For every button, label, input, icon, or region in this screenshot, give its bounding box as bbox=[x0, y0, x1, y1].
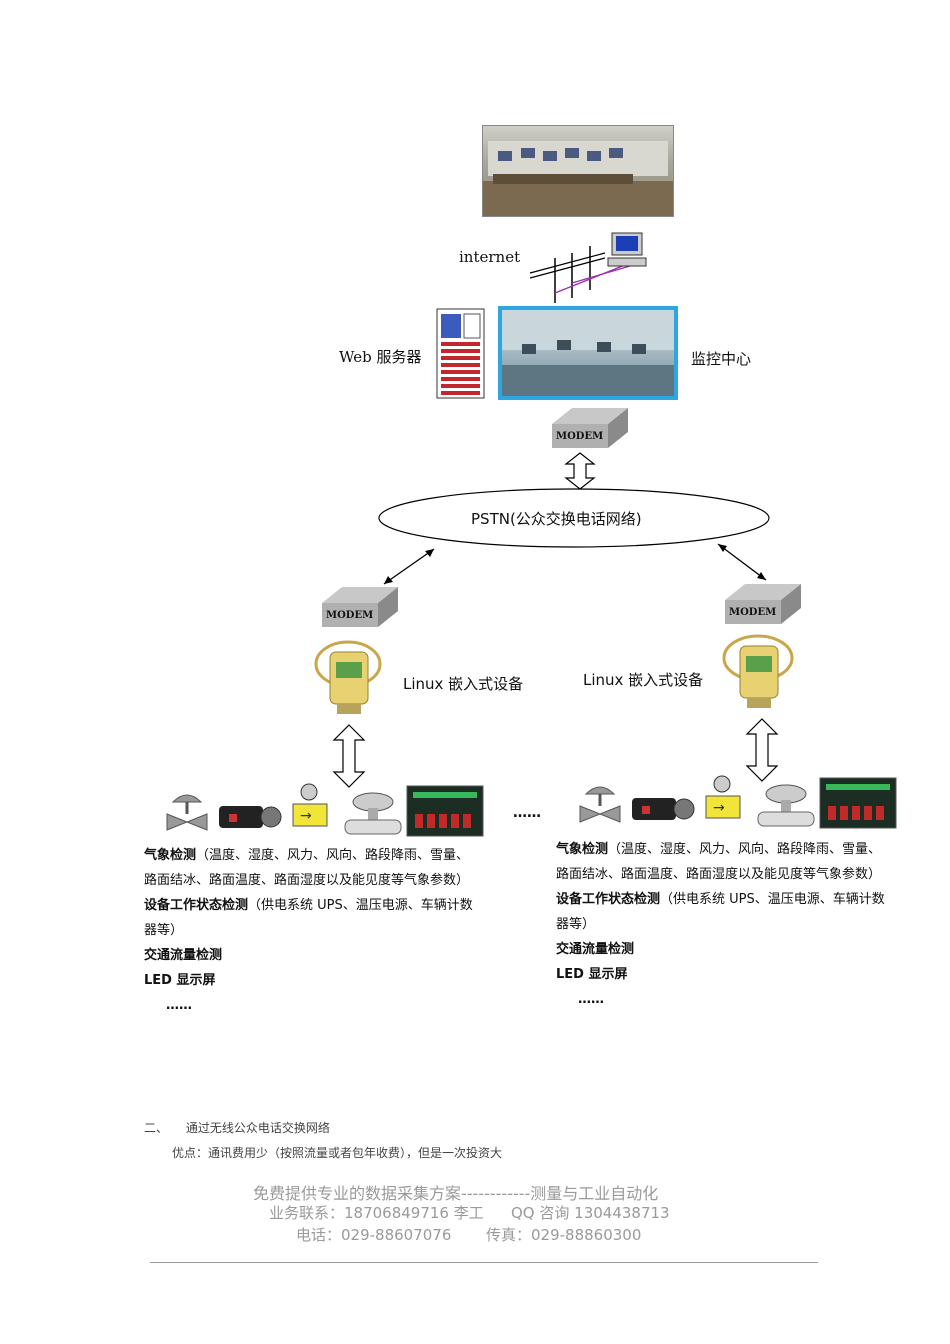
footer-divider bbox=[150, 1262, 818, 1263]
ad-line3-phone: 电话：029-88607076 bbox=[296, 1226, 452, 1244]
modem-top-label: MODEM bbox=[556, 431, 604, 442]
section-advantage: 优点：通讯费用少（按照流量或者包年收费），但是一次投资大 bbox=[172, 1146, 503, 1160]
modem-right-icon bbox=[725, 584, 801, 624]
left-list-line6: LED 显示屏 bbox=[144, 973, 216, 988]
right-device-list: 气象检测（温度、湿度、风力、风向、路段降雨、雪量、 路面结冰、路面温度、路面湿度… bbox=[556, 837, 936, 1012]
left-list-line1: 气象检测（温度、湿度、风力、风向、路段降雨、雪量、 bbox=[144, 848, 470, 863]
svg-text:→: → bbox=[713, 800, 725, 816]
left-list-line4: 器等） bbox=[144, 923, 184, 938]
left-list-line3: 设备工作状态检测（供电系统 UPS、温压电源、车辆计数 bbox=[144, 898, 473, 913]
linux-device-right-icon bbox=[722, 634, 794, 708]
modem-left-label: MODEM bbox=[326, 610, 374, 621]
led-panel-icon bbox=[406, 785, 484, 837]
led-panel-icon bbox=[819, 777, 897, 829]
pump-motor-icon bbox=[632, 798, 695, 820]
section-heading: 二、 通过无线公众电话交换网络 bbox=[144, 1119, 330, 1136]
monitor-center-label: 监控中心 bbox=[691, 350, 752, 368]
internet-link-icon bbox=[529, 232, 647, 303]
right-list-line2: 路面结冰、路面温度、路面湿度以及能见度等气象参数） bbox=[556, 867, 882, 882]
control-room-photo bbox=[482, 125, 674, 217]
linux-device-right-label: Linux 嵌入式设备 bbox=[583, 671, 704, 689]
modem-right-label: MODEM bbox=[729, 607, 777, 618]
right-list-line1: 气象检测（温度、湿度、风力、风向、路段降雨、雪量、 bbox=[556, 842, 882, 857]
valve-icon bbox=[579, 786, 621, 823]
left-list-line2: 路面结冰、路面温度、路面湿度以及能见度等气象参数） bbox=[144, 873, 470, 888]
monitor-center-photo bbox=[498, 306, 678, 400]
right-list-line3: 设备工作状态检测（供电系统 UPS、温压电源、车辆计数 bbox=[556, 892, 885, 907]
modem-left-icon bbox=[322, 587, 398, 627]
section-title: 通过无线公众电话交换网络 bbox=[185, 1121, 330, 1135]
left-device-list: 气象检测（温度、湿度、风力、风向、路段降雨、雪量、 路面结冰、路面温度、路面湿度… bbox=[144, 843, 524, 1018]
linux-device-left-label: Linux 嵌入式设备 bbox=[403, 675, 524, 693]
pstn-label: PSTN(公众交换电话网络) bbox=[471, 510, 642, 528]
svg-text:→: → bbox=[300, 808, 312, 824]
modem-top-icon bbox=[552, 408, 628, 448]
monitor-center-illustration bbox=[502, 310, 674, 396]
double-arrow-top-icon bbox=[564, 452, 596, 490]
ad-line1: 免费提供专业的数据采集方案------------测量与工业自动化 bbox=[253, 1184, 659, 1203]
link-left-arrow-icon bbox=[383, 548, 435, 585]
ad-line2-contact: 业务联系：18706849716 李工 bbox=[269, 1204, 484, 1222]
left-list-line5: 交通流量检测 bbox=[144, 948, 223, 963]
actuator-valve-icon bbox=[344, 792, 402, 835]
pstn-ellipse bbox=[378, 488, 770, 548]
valve-icon bbox=[166, 794, 208, 831]
right-list-line6: LED 显示屏 bbox=[556, 967, 628, 982]
pump-motor-icon bbox=[219, 806, 282, 828]
actuator-valve-icon bbox=[757, 784, 815, 827]
equipment-row-left: → bbox=[166, 783, 484, 837]
internet-label: internet bbox=[459, 248, 521, 266]
web-server-label: Web 服务器 bbox=[339, 348, 422, 366]
flowmeter-icon: → bbox=[705, 775, 741, 819]
ad-line3-fax: 传真：029-88860300 bbox=[486, 1226, 642, 1244]
ad-line2-qq: QQ 咨询 1304438713 bbox=[511, 1204, 670, 1222]
link-right-arrow-icon bbox=[717, 543, 767, 581]
middle-ellipsis: …… bbox=[513, 805, 541, 821]
web-server-icon bbox=[436, 308, 485, 399]
right-list-line4: 器等） bbox=[556, 917, 596, 932]
equipment-row-right: → bbox=[579, 775, 897, 829]
right-list-line7: …… bbox=[578, 992, 604, 1007]
flowmeter-icon: → bbox=[292, 783, 328, 827]
linux-device-left-icon bbox=[314, 640, 382, 714]
double-arrow-left-icon bbox=[332, 724, 366, 788]
section-number: 二、 bbox=[144, 1121, 169, 1135]
control-room-illustration bbox=[483, 141, 673, 216]
double-arrow-right-icon bbox=[745, 718, 779, 782]
left-list-line7: …… bbox=[166, 998, 192, 1013]
right-list-line5: 交通流量检测 bbox=[556, 942, 635, 957]
